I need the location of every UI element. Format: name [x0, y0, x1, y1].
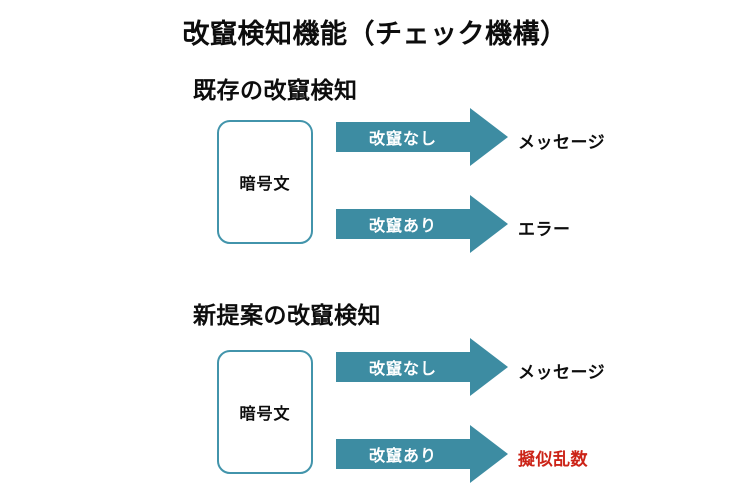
- cipher-box-label: 暗号文: [239, 404, 291, 423]
- output-label-error: エラー: [518, 220, 571, 240]
- cipher-box-proposed: 暗号文: [217, 350, 313, 474]
- cipher-box-label: 暗号文: [239, 174, 291, 193]
- section-title-existing: 既存の改竄検知: [193, 78, 358, 104]
- section-title-proposed: 新提案の改竄検知: [193, 303, 381, 329]
- section-existing: 暗号文 改竄なし メッセージ 改竄あり エラー: [0, 108, 750, 253]
- arrow-proposed-no-tamper: 改竄なし: [336, 338, 508, 396]
- arrow-shape-icon: [336, 195, 508, 253]
- output-label-message: メッセージ: [518, 133, 606, 153]
- arrow-existing-no-tamper: 改竄なし: [336, 108, 508, 166]
- section-proposed: 暗号文 改竄なし メッセージ 改竄あり 擬似乱数: [0, 338, 750, 483]
- cipher-box-existing: 暗号文: [217, 120, 313, 244]
- output-label-pseudorandom: 擬似乱数: [518, 450, 588, 470]
- output-label-message: メッセージ: [518, 363, 606, 383]
- arrow-shape-icon: [336, 338, 508, 396]
- page-title: 改竄検知機能（チェック機構）: [182, 19, 568, 50]
- arrow-existing-tampered: 改竄あり: [336, 195, 508, 253]
- arrow-proposed-tampered: 改竄あり: [336, 425, 508, 483]
- arrow-shape-icon: [336, 108, 508, 166]
- arrow-shape-icon: [336, 425, 508, 483]
